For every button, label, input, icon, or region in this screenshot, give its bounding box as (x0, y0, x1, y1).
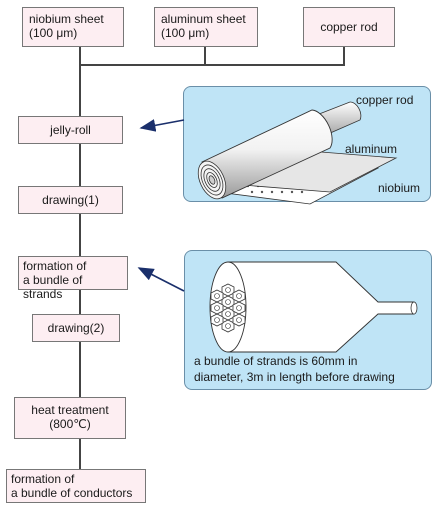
input-merge-line (79, 64, 345, 66)
label-niobium: niobium (378, 181, 421, 195)
jelly-roll-drawing (197, 101, 398, 205)
input-copper-rod: copper rod (303, 7, 395, 47)
step-heat-treatment: heat treatment (800℃) (14, 397, 126, 439)
input-aluminum-thickness: (100 μm) (161, 26, 210, 40)
step-drawing-1: drawing(1) (18, 186, 123, 214)
input-connector-niobium (79, 47, 81, 65)
step-drawing-2: drawing(2) (32, 314, 120, 342)
input-niobium-thickness: (100 μm) (29, 26, 78, 40)
step-formation-bundle-conductors: formation of a bundle of conductors (6, 469, 146, 503)
step-formation-bundle-strands: formation of a bundle of strands (18, 256, 128, 301)
step-bundle-strands-line1: formation of (23, 259, 87, 273)
step-drawing-2-label: drawing(2) (47, 321, 105, 335)
input-connector-copper (343, 47, 345, 65)
step-jelly-roll-label: jelly-roll (50, 123, 91, 137)
input-aluminum-title: aluminum sheet (161, 12, 246, 26)
arrow-to-jelly-roll (139, 119, 185, 132)
jelly-roll-end-face (197, 160, 227, 200)
bundle-caption-line1: a bundle of strands is 60mm in (194, 354, 358, 368)
step-jelly-roll: jelly-roll (18, 116, 123, 144)
step-heat-treatment-line1: heat treatment (31, 403, 109, 417)
arrow-to-bundle-strands (137, 267, 185, 292)
bundle-strands-drawing (209, 261, 418, 353)
step-heat-treatment-line2: (800℃) (49, 417, 91, 431)
label-copper-rod: copper rod (356, 93, 414, 107)
strand-hexagons (210, 283, 246, 333)
drawn-wire-end (410, 301, 418, 315)
input-niobium-title: niobium sheet (29, 12, 104, 26)
input-copper-title: copper rod (320, 20, 378, 34)
step-bundle-conductors-line2: a bundle of conductors (11, 486, 133, 500)
rolled-cylinder-body (201, 109, 333, 199)
step-drawing-1-label: drawing(1) (42, 193, 99, 207)
bundle-caption-line2: diameter, 3m in length before drawing (194, 370, 395, 384)
strand-cores (214, 287, 242, 329)
step-bundle-strands-line2: a bundle of strands (23, 273, 83, 301)
input-aluminum-sheet: aluminum sheet (100 μm) (154, 7, 258, 47)
label-aluminum: aluminum (345, 142, 398, 156)
step-bundle-conductors-line1: formation of (11, 472, 75, 486)
bundle-cylinder-body (227, 261, 415, 353)
input-niobium-sheet: niobium sheet (100 μm) (22, 7, 124, 47)
input-connector-aluminum (204, 47, 206, 65)
